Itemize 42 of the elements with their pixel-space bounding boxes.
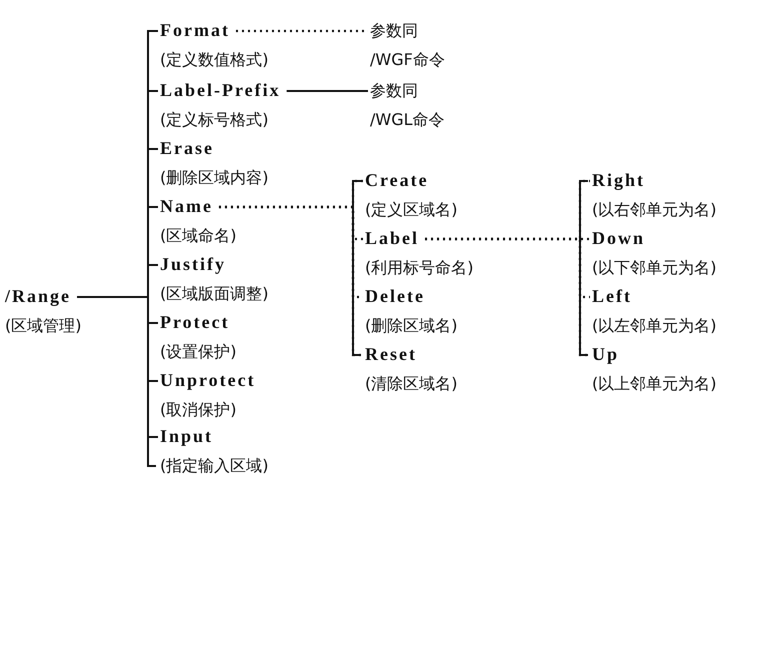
note-text: /WGL命令	[370, 109, 445, 131]
command-description: (区域管理)	[5, 315, 82, 337]
command-name: Left	[592, 285, 632, 308]
command-name: Delete	[365, 285, 425, 308]
connector-line	[77, 296, 158, 438]
command-description: (定义区域名)	[365, 199, 458, 221]
command-name: Justify	[160, 253, 226, 276]
command-description: (删除区域名)	[365, 315, 458, 337]
command-description: (取消保护)	[160, 399, 236, 421]
command-description: (以左邻单元为名)	[592, 315, 716, 337]
command-name: Protect	[160, 311, 230, 334]
command-name: Create	[365, 169, 429, 192]
command-description: (设置保护)	[160, 341, 236, 363]
command-description: (以上邻单元为名)	[592, 373, 716, 395]
note-text: 参数同	[370, 20, 418, 42]
command-description: (定义标号格式)	[160, 109, 268, 131]
command-name: Name	[160, 195, 213, 218]
command-name: Erase	[160, 137, 214, 160]
dotted-connector	[425, 238, 590, 356]
dotted-connector	[218, 206, 363, 356]
command-name: Down	[592, 227, 646, 250]
command-description: (以下邻单元为名)	[592, 257, 716, 279]
command-name: Label	[365, 227, 420, 250]
command-name: Unprotect	[160, 369, 256, 392]
command-description: (区域版面调整)	[160, 283, 268, 305]
command-name: Right	[592, 169, 646, 192]
command-description: (区域命名)	[160, 225, 236, 247]
command-name: /Range	[5, 285, 71, 308]
command-description: (指定输入区域)	[160, 455, 268, 477]
command-name: Reset	[365, 343, 417, 366]
command-name: Up	[592, 343, 620, 366]
connector-line	[286, 90, 368, 92]
command-description: (清除区域名)	[365, 373, 458, 395]
command-description: (定义数值格式)	[160, 49, 268, 71]
command-description: (以右邻单元为名)	[592, 199, 716, 221]
command-name: Label-Prefix	[160, 79, 281, 102]
command-name: Input	[160, 425, 214, 448]
note-text: /WGF命令	[370, 49, 445, 71]
command-name: Format	[160, 19, 230, 42]
note-text: 参数同	[370, 80, 418, 102]
command-description: (删除区域内容)	[160, 167, 268, 189]
command-description: (利用标号命名)	[365, 257, 474, 279]
